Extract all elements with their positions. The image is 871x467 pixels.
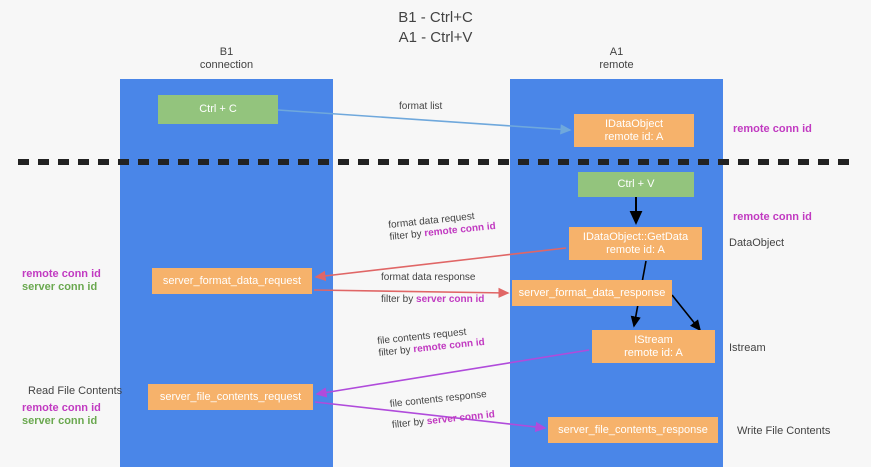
- edge-label-format-list: format list: [399, 101, 442, 113]
- lane-header-a1-role: remote: [599, 59, 634, 71]
- annotation-remote-conn-id-mid: remote conn id: [733, 211, 812, 223]
- lane-header-b1-role: connection: [199, 59, 254, 71]
- annotation-dataobject: DataObject: [729, 237, 785, 249]
- node-istream-label: IStream: [634, 333, 673, 346]
- edge-label-file-contents-request-filter-prefix: filter by: [378, 344, 414, 359]
- node-idataobject[interactable]: IDataObject remote id: A: [574, 114, 694, 147]
- annotation-left-server-conn-id-bottom: server conn id: [22, 415, 98, 427]
- node-getdata-label: IDataObject::GetData: [582, 230, 689, 243]
- node-idataobject-label: IDataObject: [604, 117, 664, 130]
- node-server-format-data-request-label: server_format_data_request: [162, 274, 302, 287]
- edge-label-format-data-response-filter-prefix: filter by: [381, 294, 417, 305]
- node-getdata-sub: remote id: A: [606, 243, 665, 256]
- node-ctrl-c[interactable]: Ctrl + C: [158, 95, 278, 124]
- annotation-left-remote-conn-id-bottom: remote conn id: [22, 402, 101, 414]
- lane-header-a1-name: A1: [609, 46, 624, 58]
- annotation-remote-conn-id-top: remote conn id: [733, 123, 812, 135]
- edge-label-file-contents-response-filter-key: server conn id: [426, 409, 496, 428]
- node-server-file-contents-request[interactable]: server_file_contents_request: [148, 384, 313, 410]
- annotation-left-remote-conn-id-mid: remote conn id: [22, 268, 101, 280]
- node-server-format-data-response-label: server_format_data_response: [518, 286, 666, 299]
- annotation-istream: Istream: [729, 342, 766, 354]
- lane-header-b1-name: B1: [219, 46, 234, 58]
- lane-header-b1: B1 connection: [120, 46, 333, 72]
- annotation-left-server-conn-id-mid: server conn id: [22, 281, 98, 293]
- edge-label-format-data-response-text: format data response: [381, 272, 476, 283]
- lane-header-a1: A1 remote: [510, 46, 723, 72]
- annotation-read-file-contents: Read File Contents: [28, 385, 123, 397]
- node-server-file-contents-response[interactable]: server_file_contents_response: [548, 417, 718, 443]
- node-server-format-data-response[interactable]: server_format_data_response: [512, 280, 672, 306]
- node-ctrl-c-label: Ctrl + C: [199, 103, 237, 115]
- node-istream-sub: remote id: A: [624, 346, 683, 359]
- node-istream[interactable]: IStream remote id: A: [592, 330, 715, 363]
- title-line-2: A1 - Ctrl+V: [398, 29, 473, 46]
- edge-label-file-contents-response-text: file contents response: [389, 388, 488, 411]
- node-server-file-contents-request-label: server_file_contents_request: [159, 390, 302, 403]
- node-server-file-contents-response-label: server_file_contents_response: [558, 423, 708, 436]
- node-server-format-data-request[interactable]: server_format_data_request: [152, 268, 312, 294]
- annotation-left-conn-ids-mid: remote conn id server conn id: [22, 268, 101, 294]
- edge-label-format-data-request-filter-prefix: filter by: [389, 228, 425, 243]
- edge-label-file-contents-request: file contents request filter by remote c…: [377, 325, 486, 360]
- edge-label-format-list-text: format list: [399, 101, 443, 112]
- node-ctrl-v[interactable]: Ctrl + V: [578, 172, 694, 197]
- annotation-write-file-contents: Write File Contents: [737, 425, 831, 437]
- edge-label-file-contents-response-filter-prefix: filter by: [391, 416, 428, 431]
- node-idataobject-sub: remote id: A: [604, 130, 664, 143]
- edge-label-format-data-response: format data response filter by server co…: [381, 272, 484, 306]
- node-ctrl-v-label: Ctrl + V: [617, 178, 655, 190]
- node-idataobject-getdata[interactable]: IDataObject::GetData remote id: A: [569, 227, 702, 260]
- edge-label-file-contents-response: file contents response filter by server …: [389, 388, 495, 432]
- edge-label-format-data-response-filter-key: server conn id: [416, 294, 485, 305]
- edge-label-format-data-request: format data request filter by remote con…: [388, 209, 497, 244]
- annotation-left-conn-ids-bottom: remote conn id server conn id: [22, 402, 101, 428]
- diagram-title: B1 - Ctrl+C A1 - Ctrl+V: [0, 8, 871, 48]
- title-line-1: B1 - Ctrl+C: [398, 9, 473, 26]
